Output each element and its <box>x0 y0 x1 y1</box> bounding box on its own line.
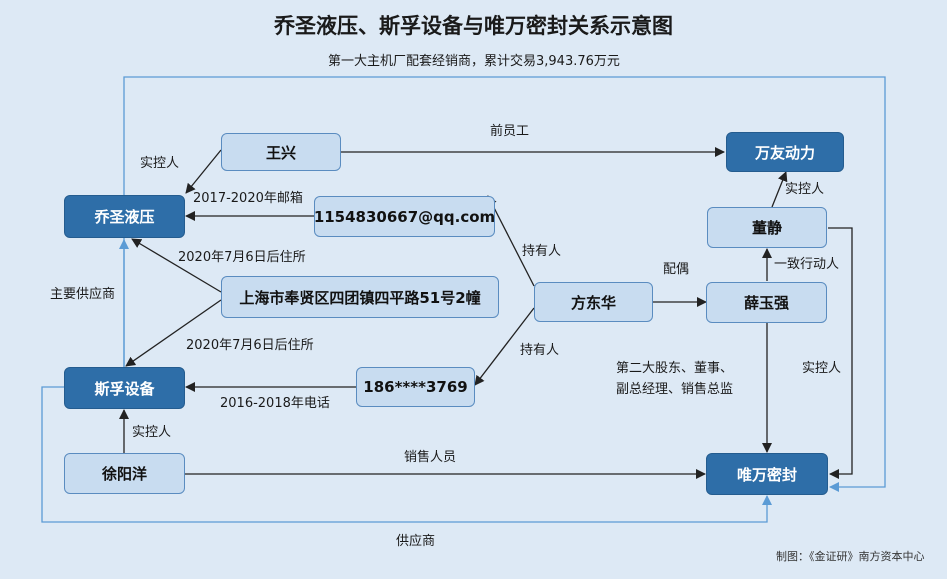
label-address-after-1: 2020年7月6日后住所 <box>178 250 306 265</box>
node-address: 上海市奉贤区四团镇四平路51号2幢 <box>221 276 499 318</box>
label-holder-2: 持有人 <box>520 343 560 358</box>
connector-supplier-bottom-loop <box>41 386 772 523</box>
node-qiaosheng: 乔圣液压 <box>64 195 185 238</box>
arrow-wangxing-to-qiaosheng <box>185 149 222 194</box>
label-address-after-2: 2020年7月6日后住所 <box>186 338 314 353</box>
node-sifu: 斯孚设备 <box>64 367 185 409</box>
label-holder-1: 持有人 <box>522 244 562 259</box>
label-role-line1: 第二大股东、董事、 <box>616 361 734 376</box>
label-controller-xuyangyang: 实控人 <box>132 425 172 440</box>
arrow-fangdonghua-to-email <box>487 195 535 287</box>
label-supplier: 供应商 <box>396 534 436 549</box>
diagram-title: 乔圣液压、斯孚设备与唯万密封关系示意图 <box>274 14 673 38</box>
label-controller-wangxing: 实控人 <box>140 156 180 171</box>
connector-sifu-to-qiaosheng-loop <box>123 76 886 492</box>
node-email: 1154830667@qq.com <box>314 196 495 237</box>
node-phone: 186****3769 <box>356 367 475 407</box>
arrow-dongjing-to-wanyou <box>771 171 788 208</box>
credit-text: 制图：《金证研》南方资本中心 <box>776 550 925 563</box>
label-controller-right: 实控人 <box>802 361 842 376</box>
node-wanyou: 万友动力 <box>726 132 844 172</box>
node-xuyangyang: 徐阳洋 <box>64 453 185 494</box>
label-controller-dongjing: 实控人 <box>785 182 825 197</box>
label-top-customer: 第一大主机厂配套经销商，累计交易3,943.76万元 <box>328 54 620 69</box>
label-main-supplier: 主要供应商 <box>50 287 116 302</box>
label-role-line2: 副总经理、销售总监 <box>616 382 734 397</box>
arrow-address-to-sifu <box>125 299 222 367</box>
node-xueyuqiang: 薛玉强 <box>706 282 827 323</box>
arrow-address-to-qiaosheng <box>131 238 222 293</box>
label-email-years: 2017-2020年邮箱 <box>193 191 303 206</box>
arrow-dongjing-to-weiwan <box>828 227 853 479</box>
arrow-fangdonghua-to-phone <box>474 307 535 386</box>
node-fangdonghua: 方东华 <box>534 282 653 322</box>
label-former-employee: 前员工 <box>490 124 530 139</box>
label-phone-years: 2016-2018年电话 <box>220 396 330 411</box>
node-dongjing: 董静 <box>707 207 827 248</box>
node-weiwan: 唯万密封 <box>706 453 828 495</box>
label-spouse: 配偶 <box>663 262 690 277</box>
label-sales-staff: 销售人员 <box>404 450 457 465</box>
node-wangxing: 王兴 <box>221 133 341 171</box>
label-concert: 一致行动人 <box>774 257 840 272</box>
